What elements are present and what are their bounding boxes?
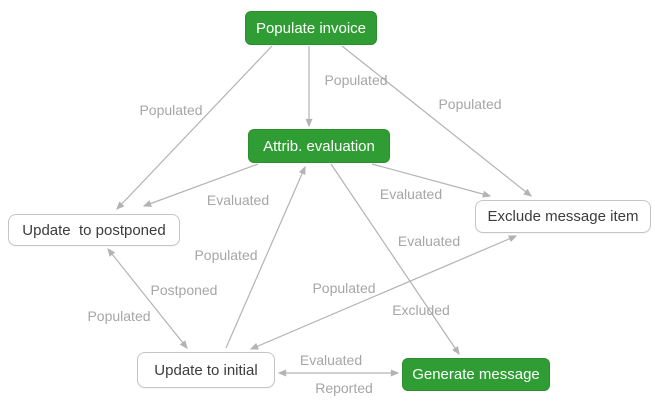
node-label-populate-invoice: Populate invoice: [255, 19, 367, 37]
node-exclude-message-item[interactable]: Exclude message item: [475, 200, 651, 233]
node-generate-message[interactable]: Generate message: [402, 358, 550, 391]
edge-attrib-evaluation-to-exclude-message-item: [371, 163, 492, 198]
node-label-update-to-initial: Update to initial: [154, 361, 258, 379]
node-update-to-postponed[interactable]: Update to postponed: [8, 214, 180, 246]
node-label-generate-message: Generate message: [412, 366, 540, 383]
edge-attrib-evaluation-to-update-to-postponed: [142, 163, 259, 207]
edge-update-to-initial-to-attrib-evaluation: [225, 165, 306, 349]
node-label-attrib-evaluation: Attrib. evaluation: [263, 137, 375, 155]
node-populate-invoice[interactable]: Populate invoice: [245, 11, 377, 45]
edge-populate-invoice-to-update-to-postponed: [116, 45, 273, 210]
edge-update-to-postponed-to-update-to-initial: [107, 248, 188, 349]
node-label-exclude-message-item: Exclude message item: [487, 208, 639, 225]
node-attrib-evaluation[interactable]: Attrib. evaluation: [248, 129, 390, 163]
node-label-update-to-postponed: Update to postponed: [22, 221, 166, 239]
edge-attrib-evaluation-to-generate-message: [330, 163, 460, 356]
edge-populate-invoice-to-exclude-message-item: [341, 45, 532, 197]
edge-update-to-initial-to-exclude-message-item: [249, 235, 518, 350]
node-update-to-initial[interactable]: Update to initial: [137, 352, 275, 388]
